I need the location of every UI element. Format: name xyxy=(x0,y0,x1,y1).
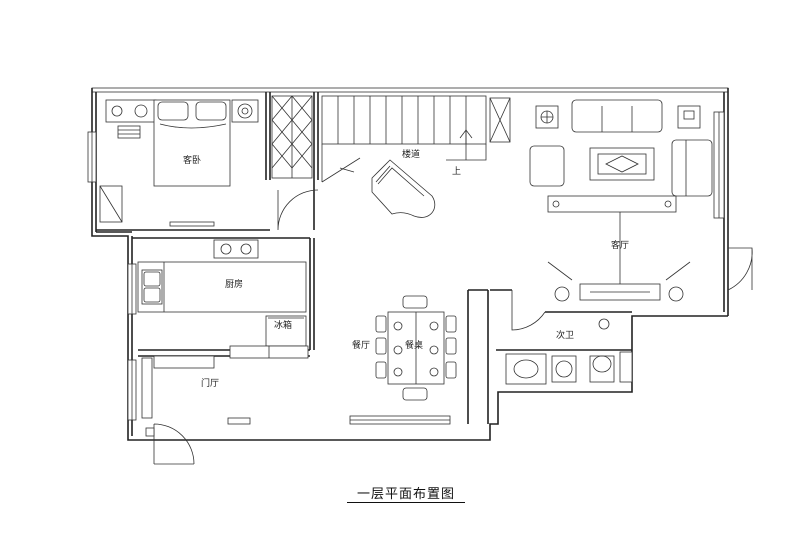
stair-up-label: 上 xyxy=(452,166,461,177)
room-label-staircase: 楼道 xyxy=(402,148,420,160)
piano xyxy=(371,159,436,218)
room-label-second-bath: 次卫 xyxy=(556,329,574,341)
room-label-foyer: 门厅 xyxy=(201,377,219,389)
dining-table-label: 餐桌 xyxy=(405,339,423,351)
second-bathroom: 次卫 xyxy=(505,318,615,385)
guest-bedroom: 客卧 xyxy=(99,99,259,227)
foyer: 门厅 xyxy=(141,345,309,425)
kitchen: 厨房 冰箱 xyxy=(137,239,307,347)
room-label-guest-bedroom: 客卧 xyxy=(183,154,201,166)
caption-underline xyxy=(347,502,465,503)
fridge-label: 冰箱 xyxy=(274,319,292,331)
windows xyxy=(87,111,725,425)
drawing-caption: 一层平面布置图 xyxy=(356,487,455,502)
room-label-living-room: 客厅 xyxy=(611,239,629,251)
dining-area: 餐桌 餐厅 xyxy=(352,295,457,401)
room-label-kitchen: 厨房 xyxy=(225,278,243,290)
living-room: 客厅 xyxy=(529,99,713,302)
wardrobe xyxy=(271,95,313,179)
staircase: 楼道 上 xyxy=(321,95,511,183)
room-label-dining-room: 餐厅 xyxy=(352,339,370,351)
doors xyxy=(145,189,753,465)
